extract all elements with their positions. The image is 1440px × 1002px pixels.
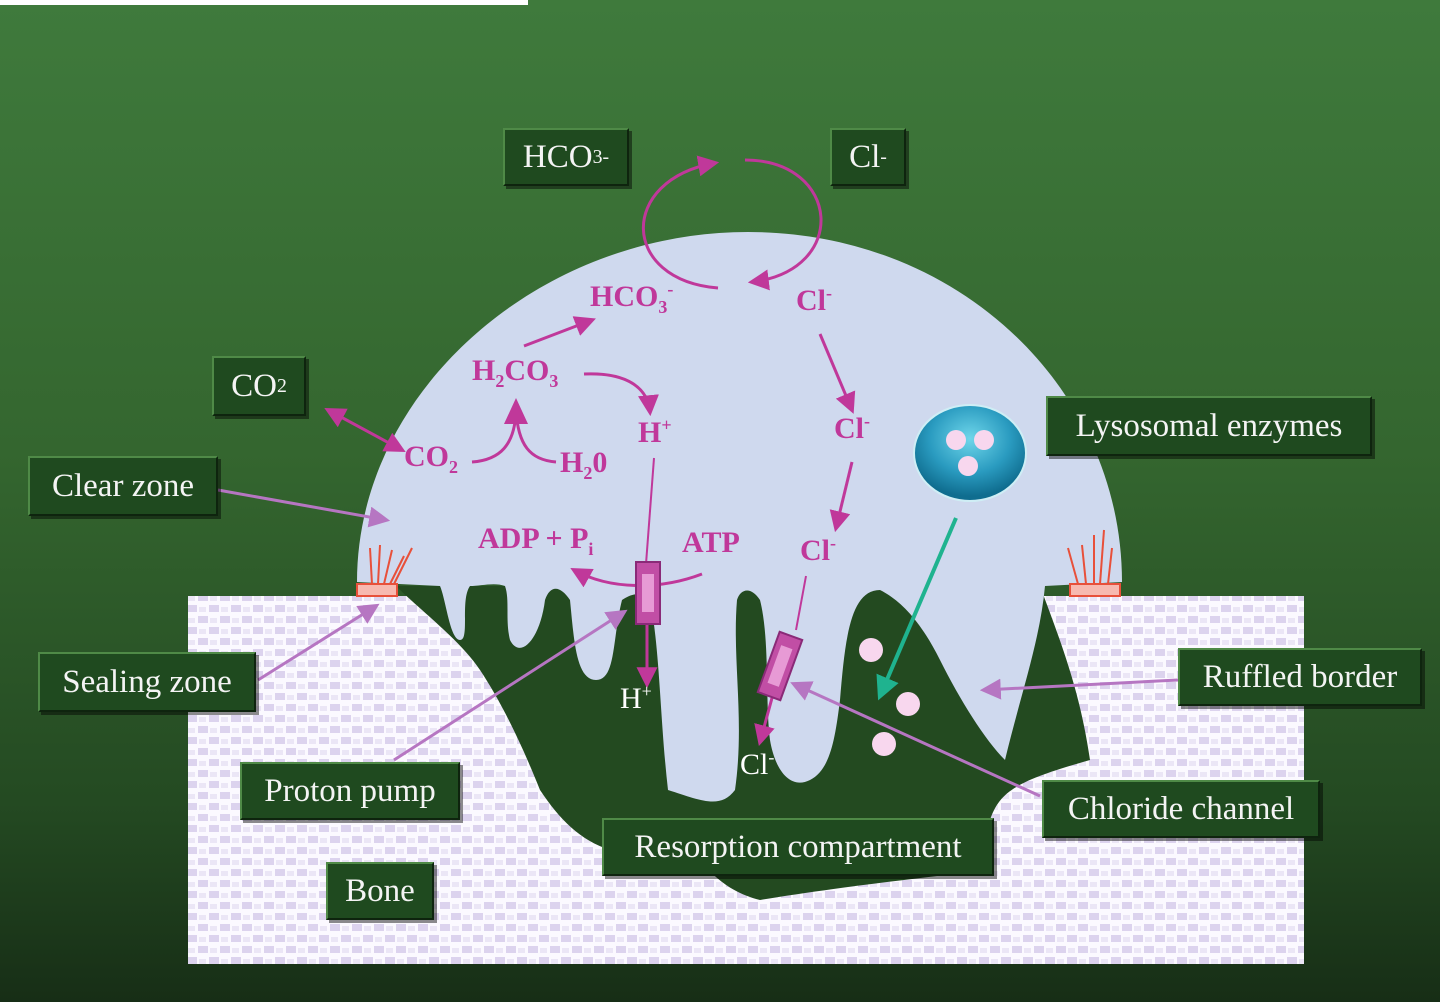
arrow-h-to-pump	[645, 457, 655, 565]
chem-text: Cl	[834, 412, 864, 445]
label-bone: Bone	[326, 862, 434, 920]
chem-h2o: H20	[560, 446, 608, 483]
label-sealing-zone: Sealing zone	[38, 652, 256, 712]
chem-h-plus-outside: H+	[620, 681, 652, 715]
chem-text: Cl	[740, 748, 769, 781]
arrow-h2co3-hco3	[523, 316, 596, 348]
chem-sup: -	[830, 533, 836, 553]
arrow-cl3-channel	[795, 575, 807, 631]
chem-text: CO	[404, 440, 449, 473]
chem-h2co3: H2CO3	[472, 354, 558, 391]
proton-pump-transporter	[635, 561, 661, 625]
chem-h-plus-inside: H+	[638, 415, 672, 449]
sealing-pad-right	[1069, 583, 1121, 597]
chem-cl-inside-3: Cl-	[800, 533, 836, 567]
chem-sub: 3	[549, 371, 559, 391]
chem-text: Cl	[796, 284, 826, 317]
chem-text: CO	[504, 354, 550, 387]
chem-sup: -	[864, 411, 870, 431]
secreted-enzyme-granule	[859, 638, 883, 662]
chem-sup: -	[768, 747, 775, 767]
hco3-text: HCO	[522, 138, 593, 175]
label-cl-outside: Cl-	[830, 128, 906, 186]
cl-text: Cl	[849, 138, 881, 175]
label-chloride-channel: Chloride channel	[1042, 780, 1320, 838]
chem-text: H	[560, 446, 584, 479]
arrow-head-h2co3	[504, 398, 528, 424]
chem-sup: -	[826, 283, 832, 303]
exchange-loop-arrow-right	[744, 158, 823, 291]
arrow-enzyme-secretion	[876, 517, 958, 701]
arrow-cl2-cl3	[829, 461, 854, 533]
chem-cl-inside-1: Cl-	[796, 283, 832, 317]
enzyme-granule	[974, 430, 994, 450]
secreted-enzyme-granule	[872, 732, 896, 756]
arrow-cl1-cl2	[818, 333, 856, 414]
chem-hco3-inside: HCO3-	[590, 279, 674, 316]
sealing-fibers-left	[369, 544, 413, 585]
label-clear-zone: Clear zone	[28, 456, 218, 516]
chem-text: ADP + P	[478, 522, 589, 555]
chem-sub: 2	[583, 463, 593, 483]
label-lysosomal-enzymes: Lysosomal enzymes	[1046, 396, 1372, 456]
arrow-h2co3-h	[583, 372, 659, 417]
chem-text: H	[620, 682, 642, 715]
chem-co2-inside: CO2	[404, 440, 458, 477]
enzyme-granule	[958, 456, 978, 476]
chem-text: H	[472, 354, 496, 387]
arrow-channel-cl-out	[754, 697, 775, 747]
chem-adp-pi: ADP + Pi	[478, 522, 593, 559]
chem-cl-outside-bottom: Cl-	[740, 747, 775, 781]
pointer-sealing-zone	[257, 603, 380, 682]
co2-text: CO	[231, 367, 277, 404]
label-proton-pump: Proton pump	[240, 762, 460, 820]
secreted-enzyme-granule	[896, 692, 920, 716]
chem-sub: i	[588, 539, 594, 559]
chem-sub: 3	[658, 297, 668, 317]
label-ruffled-border: Ruffled border	[1178, 648, 1422, 706]
chem-sub: 2	[495, 371, 505, 391]
pointer-clear-zone	[217, 488, 391, 528]
chem-text: H	[638, 416, 662, 449]
chem-text: Cl	[800, 534, 830, 567]
chem-sup: -	[667, 279, 674, 299]
label-resorption-compartment: Resorption compartment	[602, 818, 994, 876]
chloride-channel-transporter	[756, 630, 804, 702]
pointer-chloride-channel	[790, 681, 1041, 798]
top-border-line	[0, 0, 528, 5]
chem-atp: ATP	[682, 526, 740, 559]
chem-sub: 2	[449, 457, 458, 477]
sealing-pad-left	[356, 583, 398, 597]
arrow-co2-bidirectional	[324, 408, 406, 452]
lysosomal-vesicle	[913, 404, 1027, 502]
chem-sup: +	[641, 681, 652, 701]
chem-sup: +	[661, 415, 672, 435]
osteoclast-cell	[357, 232, 1122, 802]
pointer-proton-pump	[393, 609, 628, 762]
enzyme-granule	[946, 430, 966, 450]
sealing-fibers-right	[1067, 529, 1113, 585]
chem-text: 0	[592, 446, 608, 479]
chem-cl-inside-2: Cl-	[834, 411, 870, 445]
chem-text: HCO	[590, 280, 659, 313]
exchange-loop-arrow-left	[641, 155, 720, 290]
pointer-ruffled-border	[979, 678, 1179, 700]
